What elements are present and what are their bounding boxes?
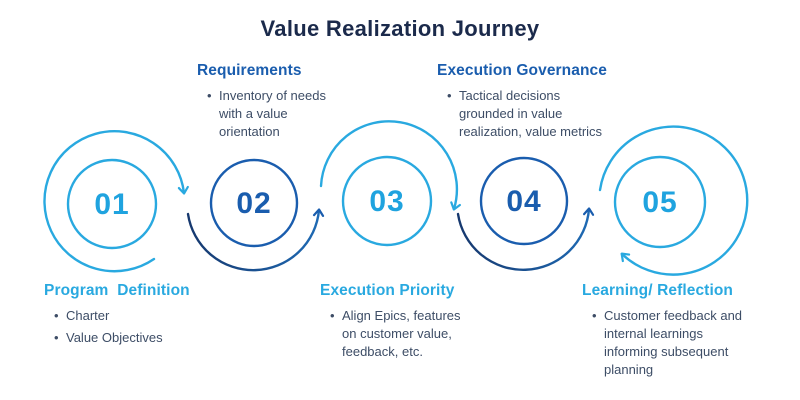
step-circle-04 (479, 156, 569, 246)
step-circle-02 (209, 158, 299, 248)
step-label-learning-reflection: Learning/ Reflection Customer feedback a… (582, 282, 744, 383)
step-title: Learning/ Reflection (582, 282, 733, 299)
flow-arc-under-step-02-up-arrow (186, 208, 325, 272)
step-label-requirements: Requirements Inventory of needs with a v… (197, 62, 339, 145)
step-number-04: 04 (506, 185, 541, 218)
step-bullets: Charter Value Objectives (44, 307, 190, 347)
bullet-item: Align Epics, features on customer value,… (330, 307, 472, 361)
step-number-03: 03 (369, 185, 404, 218)
bullet-item: Inventory of needs with a value orientat… (207, 87, 339, 141)
step-label-execution-priority: Execution Priority Align Epics, features… (320, 282, 472, 365)
step-circle-05 (613, 155, 707, 249)
step-bullets: Inventory of needs with a value orientat… (197, 87, 339, 141)
step-title: Execution Governance (437, 62, 607, 79)
step-bullets: Align Epics, features on customer value,… (320, 307, 472, 361)
step-title: Execution Priority (320, 282, 455, 299)
bullet-item: Customer feedback and internal learnings… (592, 307, 744, 379)
step-circle-01 (66, 158, 158, 250)
diagram-title: Value Realization Journey (260, 16, 540, 41)
flow-arc-under-step-04-up-arrow (456, 207, 595, 271)
bullet-item: Charter (54, 307, 190, 325)
swirl-arc-step-01 (43, 130, 189, 273)
step-bullets: Tactical decisions grounded in value rea… (437, 87, 615, 141)
step-label-program-definition: Program Definition Charter Value Objecti… (44, 282, 190, 351)
step-number-02: 02 (236, 187, 271, 220)
step-number-05: 05 (642, 186, 677, 219)
step-label-execution-governance: Execution Governance Tactical decisions … (437, 62, 615, 145)
step-title: Program Definition (44, 282, 190, 299)
step-circle-03 (341, 155, 433, 247)
step-title: Requirements (197, 62, 302, 79)
swirl-arc-step-05 (598, 125, 749, 276)
bullet-item: Value Objectives (54, 329, 190, 347)
bullet-item: Tactical decisions grounded in value rea… (447, 87, 615, 141)
step-number-01: 01 (94, 188, 129, 221)
flow-arc-over-step-03-down-arrow (319, 120, 461, 211)
step-bullets: Customer feedback and internal learnings… (582, 307, 744, 379)
